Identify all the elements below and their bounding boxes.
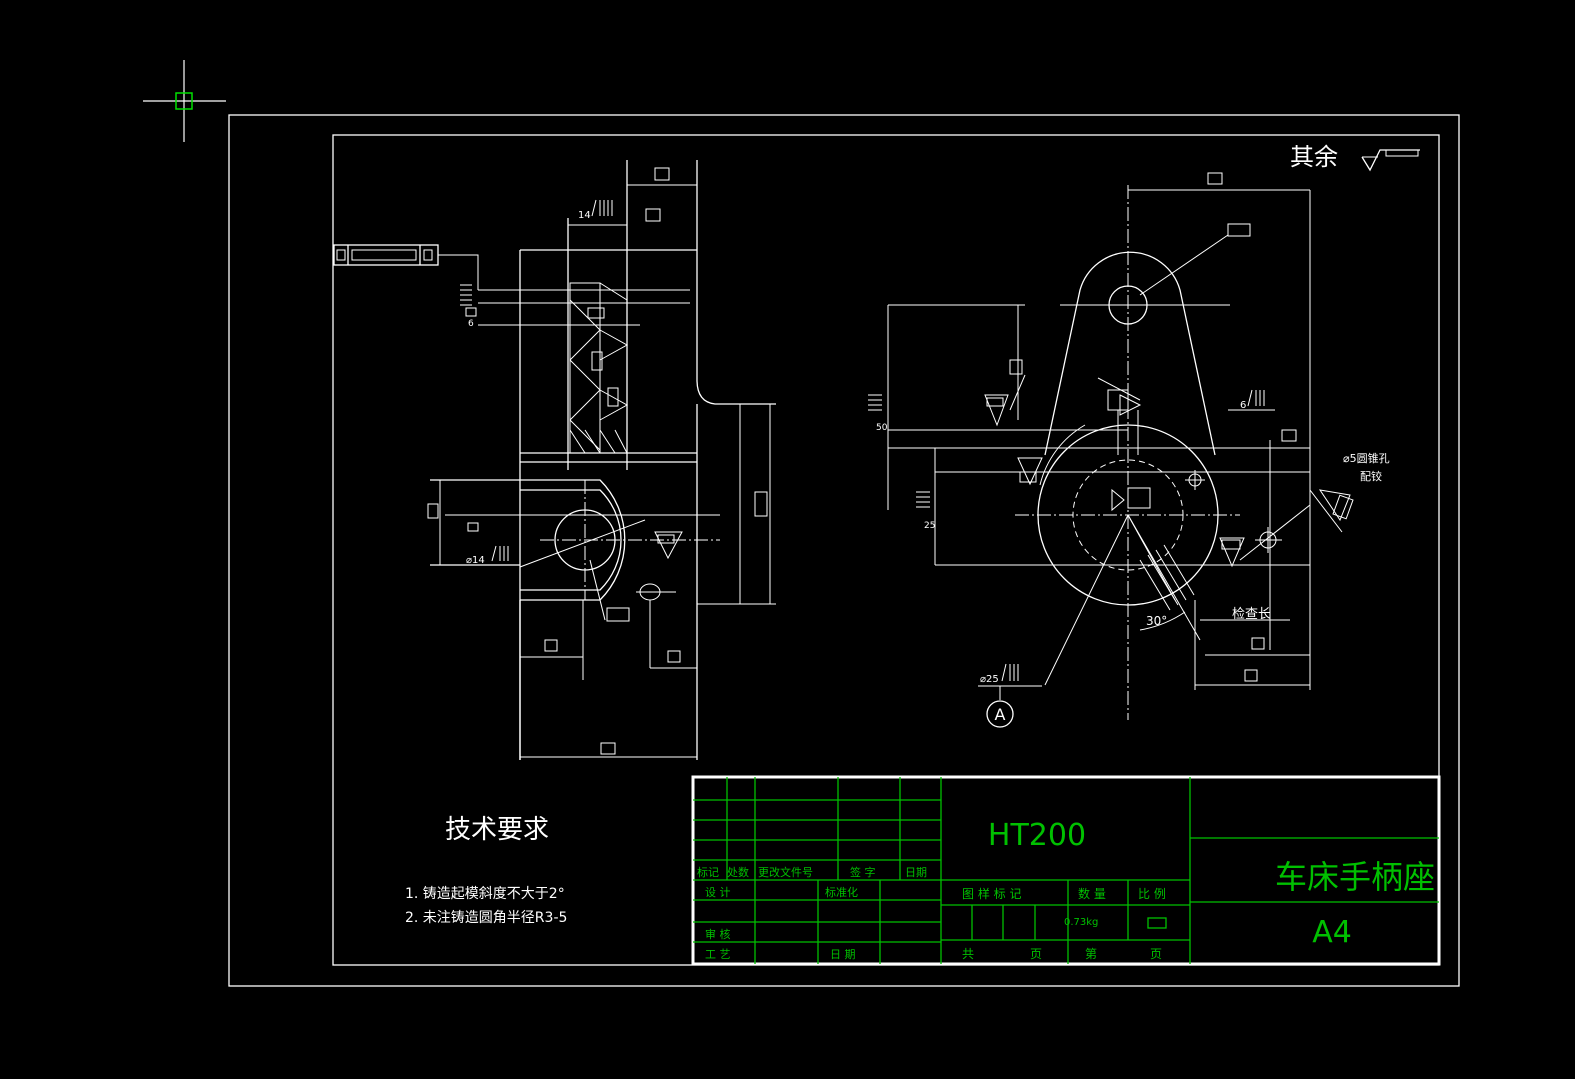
tb-sheet-unit: 页 xyxy=(1030,947,1042,961)
tb-total: 共 xyxy=(962,947,974,961)
tb-scale: 比 例 xyxy=(1138,887,1166,901)
tb-review: 审 核 xyxy=(705,927,731,941)
tech-req-item-1: 1. 铸造起模斜度不大于2° xyxy=(405,886,565,902)
tb-sheet-no: 第 xyxy=(1085,947,1097,961)
dia25-label: ⌀25 xyxy=(980,674,999,685)
tb-hdr-sign: 签 字 xyxy=(850,865,876,879)
tb-process: 工 艺 xyxy=(705,948,731,961)
tb-hdr-doc: 更改文件号 xyxy=(758,865,813,879)
tb-sheet-unit2: 页 xyxy=(1150,947,1162,961)
right-rough-label: 6 xyxy=(1240,400,1246,411)
tb-qty: 数 量 xyxy=(1078,886,1106,901)
tech-requirements: 技术要求 1. 铸造起模斜度不大于2° 2. 未注铸造圆角半径R3-5 xyxy=(405,815,567,926)
tb-part-name: 车床手柄座 xyxy=(1275,858,1435,896)
hole-note-2: 配铰 xyxy=(1360,469,1382,483)
left-rough-label: 14 xyxy=(578,210,591,221)
left-vert-num: 6 xyxy=(468,319,474,329)
title-block: 标记 处数 更改文件号 签 字 日期 设 计 标准化 审 核 工 艺 日 期 H… xyxy=(691,775,1441,966)
tb-material: HT200 xyxy=(988,818,1086,853)
left-dia-label: ⌀14 xyxy=(466,555,485,566)
tb-weight: 0.73kg xyxy=(1064,917,1098,928)
surface-finish-note: 其余 xyxy=(1290,143,1420,172)
right-front-view: 30° 50 25 6 ⌀5圆锥孔 配铰 xyxy=(868,172,1390,728)
tb-standardize: 标准化 xyxy=(825,885,858,899)
right-vert-num-2: 25 xyxy=(924,521,935,531)
tb-date2: 日 期 xyxy=(830,948,856,961)
hole-note-1: ⌀5圆锥孔 xyxy=(1343,452,1390,465)
tb-hdr-mark: 标记 xyxy=(697,865,719,879)
tb-design: 设 计 xyxy=(705,886,731,899)
surface-note-text: 其余 xyxy=(1290,143,1338,171)
tb-hdr-date: 日期 xyxy=(905,866,927,879)
check-length-label: 检查长 xyxy=(1232,607,1271,622)
datum-label: A xyxy=(995,705,1006,724)
tb-stage-mark: 图 样 标 记 xyxy=(962,886,1021,901)
feature-control-frame xyxy=(333,244,479,290)
right-vert-num-1: 50 xyxy=(876,423,888,433)
tb-paper-size: A4 xyxy=(1312,915,1352,950)
left-section-view: 14 6 ⌀14 xyxy=(333,160,776,760)
crosshair-cursor-icon xyxy=(143,60,226,142)
tb-hdr-count: 处数 xyxy=(727,866,749,879)
outer-sheet-border xyxy=(228,114,1460,987)
tech-req-title: 技术要求 xyxy=(445,815,549,845)
tech-req-item-2: 2. 未注铸造圆角半径R3-5 xyxy=(405,910,567,926)
